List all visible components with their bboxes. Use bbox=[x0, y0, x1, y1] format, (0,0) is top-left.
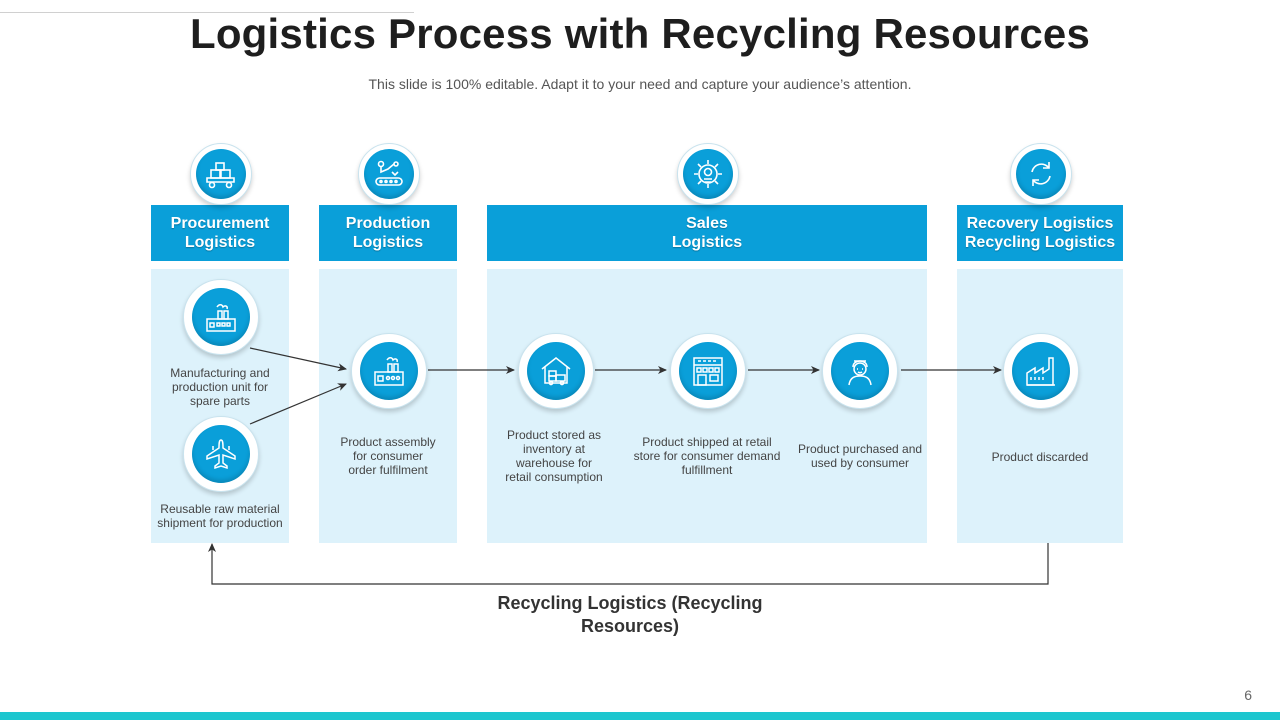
recycling-loop-label-line1: Recycling Logistics (Recycling bbox=[497, 593, 763, 613]
recycle-arrows-icon bbox=[1031, 162, 1051, 186]
slide-subtitle: This slide is 100% editable. Adapt it to… bbox=[368, 76, 912, 92]
header-production-line2: Logistics bbox=[352, 234, 424, 251]
caption-retail-line: fulfillment bbox=[681, 463, 733, 477]
assembly-factory-icon bbox=[374, 357, 404, 386]
caption-raw-material-line: Reusable raw material bbox=[160, 502, 280, 516]
hand-truck-icon bbox=[206, 162, 235, 189]
caption-warehouse-line: Product stored as bbox=[506, 428, 602, 442]
header-sales-line2: Logistics bbox=[671, 234, 743, 251]
page-number: 6 bbox=[1244, 687, 1252, 703]
warehouse-truck-icon bbox=[541, 357, 571, 386]
caption-consumer-line: used by consumer bbox=[810, 456, 910, 470]
arrow-manufacturing-to-assembly bbox=[249, 347, 347, 372]
bottom-accent-bar bbox=[0, 712, 1280, 720]
caption-consumer-line: Product purchased and bbox=[797, 442, 923, 456]
robotic-conveyor-icon bbox=[375, 160, 403, 186]
stage-icon-procurement bbox=[190, 143, 252, 205]
header-production-logistics: Production Logistics bbox=[319, 205, 457, 261]
retail-store-icon bbox=[693, 357, 723, 386]
slide-title: Logistics Process with Recycling Resourc… bbox=[189, 10, 1091, 57]
caption-warehouse-line: warehouse for bbox=[515, 456, 593, 470]
recycling-loop-arrow bbox=[208, 543, 1049, 585]
caption-retail: Product shipped at retail store for cons… bbox=[627, 435, 787, 477]
caption-raw-material: Reusable raw material shipment for produ… bbox=[146, 502, 294, 530]
caption-manufacturing-line: Manufacturing and bbox=[170, 366, 270, 380]
step-icon-discarded bbox=[1003, 333, 1079, 409]
caption-raw-material-line: shipment for production bbox=[157, 516, 283, 530]
caption-manufacturing-line: production unit for bbox=[171, 380, 269, 394]
step-icon-retail bbox=[670, 333, 746, 409]
stage-icon-production bbox=[358, 143, 420, 205]
caption-assembly-line: order fulfilment bbox=[348, 463, 428, 477]
step-icon-warehouse bbox=[518, 333, 594, 409]
arrow-raw-material-to-assembly bbox=[249, 383, 347, 425]
gear-money-icon bbox=[694, 160, 722, 188]
stage-icon-sales bbox=[677, 143, 739, 205]
consumer-icon bbox=[848, 360, 872, 386]
stage-icon-recovery bbox=[1010, 143, 1072, 205]
header-production-line1: Production bbox=[345, 215, 431, 232]
caption-consumer: Product purchased and used by consumer bbox=[788, 442, 932, 470]
caption-discarded-line: Product discarded bbox=[991, 450, 1089, 464]
caption-warehouse-line: retail consumption bbox=[505, 470, 603, 484]
factory-icon bbox=[206, 304, 236, 332]
header-recovery-logistics: Recovery Logistics Recycling Logistics bbox=[957, 205, 1123, 261]
caption-discarded: Product discarded bbox=[957, 450, 1123, 464]
caption-assembly-line: Product assembly bbox=[340, 435, 436, 449]
step-icon-manufacturing bbox=[183, 279, 259, 355]
recycling-loop-label-line2: Resources) bbox=[580, 616, 680, 636]
header-recovery-line1: Recovery Logistics bbox=[966, 215, 1114, 232]
caption-manufacturing: Manufacturing and production unit for sp… bbox=[151, 366, 289, 408]
airplane-icon bbox=[206, 439, 236, 470]
step-icon-raw-material bbox=[183, 416, 259, 492]
caption-assembly-line: for consumer bbox=[352, 449, 424, 463]
header-procurement-line1: Procurement bbox=[170, 215, 270, 232]
top-rule bbox=[0, 12, 414, 13]
header-recovery-line2: Recycling Logistics bbox=[964, 234, 1116, 251]
caption-assembly: Product assembly for consumer order fulf… bbox=[319, 435, 457, 477]
industrial-plant-icon bbox=[1026, 357, 1055, 386]
step-icon-assembly bbox=[351, 333, 427, 409]
caption-warehouse-line: inventory at bbox=[522, 442, 586, 456]
caption-retail-line: store for consumer demand bbox=[633, 449, 781, 463]
caption-retail-line: Product shipped at retail bbox=[642, 435, 772, 449]
caption-warehouse: Product stored as inventory at warehouse… bbox=[494, 428, 614, 484]
header-sales-line1: Sales bbox=[686, 215, 728, 232]
header-procurement-logistics: Procurement Logistics bbox=[151, 205, 289, 261]
header-sales-logistics: Sales Logistics bbox=[487, 205, 927, 261]
recycling-loop-label: Recycling Logistics (Recycling Resources… bbox=[460, 592, 800, 638]
step-icon-consumer bbox=[822, 333, 898, 409]
caption-manufacturing-line: spare parts bbox=[189, 394, 251, 408]
header-procurement-line2: Logistics bbox=[184, 234, 256, 251]
